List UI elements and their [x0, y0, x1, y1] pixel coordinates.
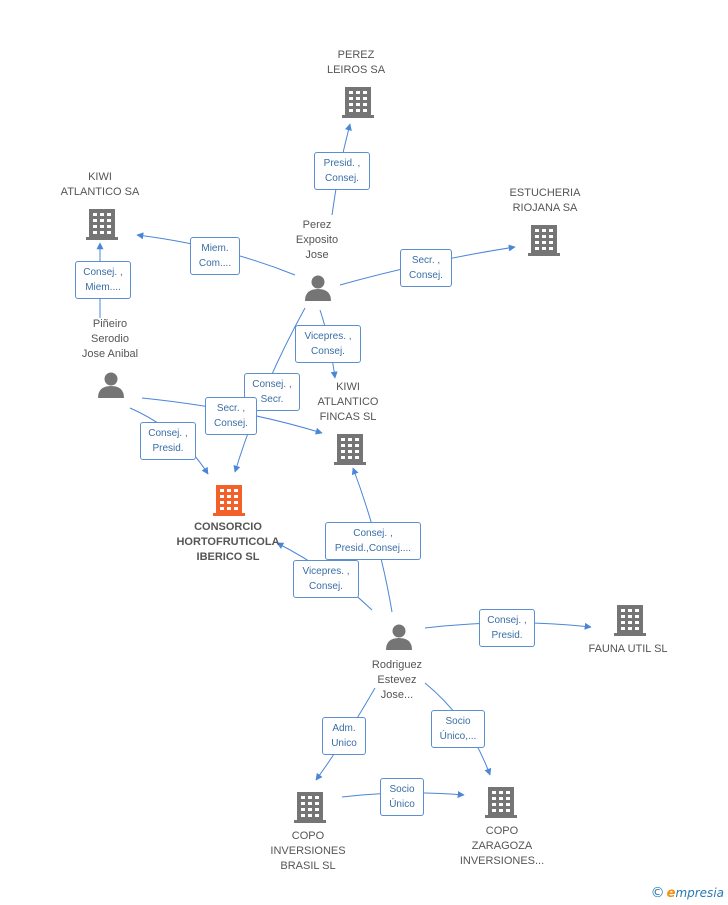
- role-label[interactable]: Socio Único,...: [431, 710, 485, 748]
- role-label[interactable]: Presid. , Consej.: [314, 152, 370, 190]
- building-icon-consorcio[interactable]: [213, 485, 245, 516]
- person-icon-pineiro[interactable]: [98, 372, 124, 399]
- role-label[interactable]: Socio Único: [380, 778, 424, 816]
- building-icon-estucheria[interactable]: [528, 225, 560, 256]
- role-label[interactable]: Consej. , Presid.: [140, 422, 196, 460]
- node-perez-leiros[interactable]: PEREZ LEIROS SA: [316, 48, 396, 78]
- node-label: CONSORCIO HORTOFRUTICOLA IBERICO SL: [176, 521, 280, 563]
- building-icon-fauna[interactable]: [614, 605, 646, 636]
- node-label: COPO ZARAGOZA INVERSIONES...: [459, 825, 545, 867]
- node-estucheria[interactable]: ESTUCHERIA RIOJANA SA: [495, 186, 595, 216]
- building-icon-copo-brasil[interactable]: [294, 792, 326, 823]
- role-label[interactable]: Consej. , Presid.: [479, 609, 535, 647]
- node-label: COPO INVERSIONES BRASIL SL: [270, 830, 346, 872]
- node-label: Rodriguez Estevez Jose...: [371, 659, 423, 701]
- building-icon-kiwi-atlantico[interactable]: [86, 209, 118, 240]
- role-label[interactable]: Adm. Unico: [322, 717, 366, 755]
- node-fauna[interactable]: FAUNA UTIL SL: [578, 642, 678, 657]
- node-label: ESTUCHERIA RIOJANA SA: [509, 187, 581, 214]
- node-consorcio[interactable]: CONSORCIO HORTOFRUTICOLA IBERICO SL: [165, 520, 291, 565]
- empresia-logo[interactable]: ©empresia: [651, 885, 724, 901]
- copyright-icon: ©: [650, 885, 665, 901]
- role-label[interactable]: Consej. , Presid.,Consej....: [325, 522, 421, 560]
- brand-name: mpresia: [675, 886, 724, 900]
- node-label: Perez Exposito Jose: [295, 219, 339, 261]
- node-copo-zaragoza[interactable]: COPO ZARAGOZA INVERSIONES...: [450, 824, 554, 869]
- role-label[interactable]: Vicepres. , Consej.: [293, 560, 359, 598]
- node-label: PEREZ LEIROS SA: [326, 49, 386, 76]
- node-kiwi-fincas[interactable]: KIWI ATLANTICO FINCAS SL: [308, 380, 388, 425]
- role-label[interactable]: Miem. Com....: [190, 237, 240, 275]
- node-label: KIWI ATLANTICO FINCAS SL: [317, 381, 379, 423]
- person-icon-rodriguez[interactable]: [386, 624, 412, 651]
- node-pineiro[interactable]: Piñeiro Serodio Jose Anibal: [60, 317, 160, 362]
- person-icon-perez-exposito[interactable]: [305, 275, 331, 302]
- role-label[interactable]: Secr. , Consej.: [400, 249, 452, 287]
- node-kiwi-atlantico[interactable]: KIWI ATLANTICO SA: [50, 170, 150, 200]
- node-label: FAUNA UTIL SL: [588, 643, 668, 655]
- building-icon-perez-leiros[interactable]: [342, 87, 374, 118]
- node-label: Piñeiro Serodio Jose Anibal: [81, 318, 139, 360]
- building-icon-kiwi-fincas[interactable]: [334, 434, 366, 465]
- role-label[interactable]: Vicepres. , Consej.: [295, 325, 361, 363]
- node-copo-brasil[interactable]: COPO INVERSIONES BRASIL SL: [258, 829, 358, 874]
- role-label[interactable]: Consej. , Miem....: [75, 261, 131, 299]
- node-rodriguez[interactable]: Rodriguez Estevez Jose...: [357, 658, 437, 703]
- role-label[interactable]: Secr. , Consej.: [205, 397, 257, 435]
- node-label: KIWI ATLANTICO SA: [60, 171, 140, 198]
- building-icon-copo-zaragoza[interactable]: [485, 787, 517, 818]
- brand-initial: e: [666, 886, 676, 901]
- node-perez-exposito[interactable]: Perez Exposito Jose: [277, 218, 357, 263]
